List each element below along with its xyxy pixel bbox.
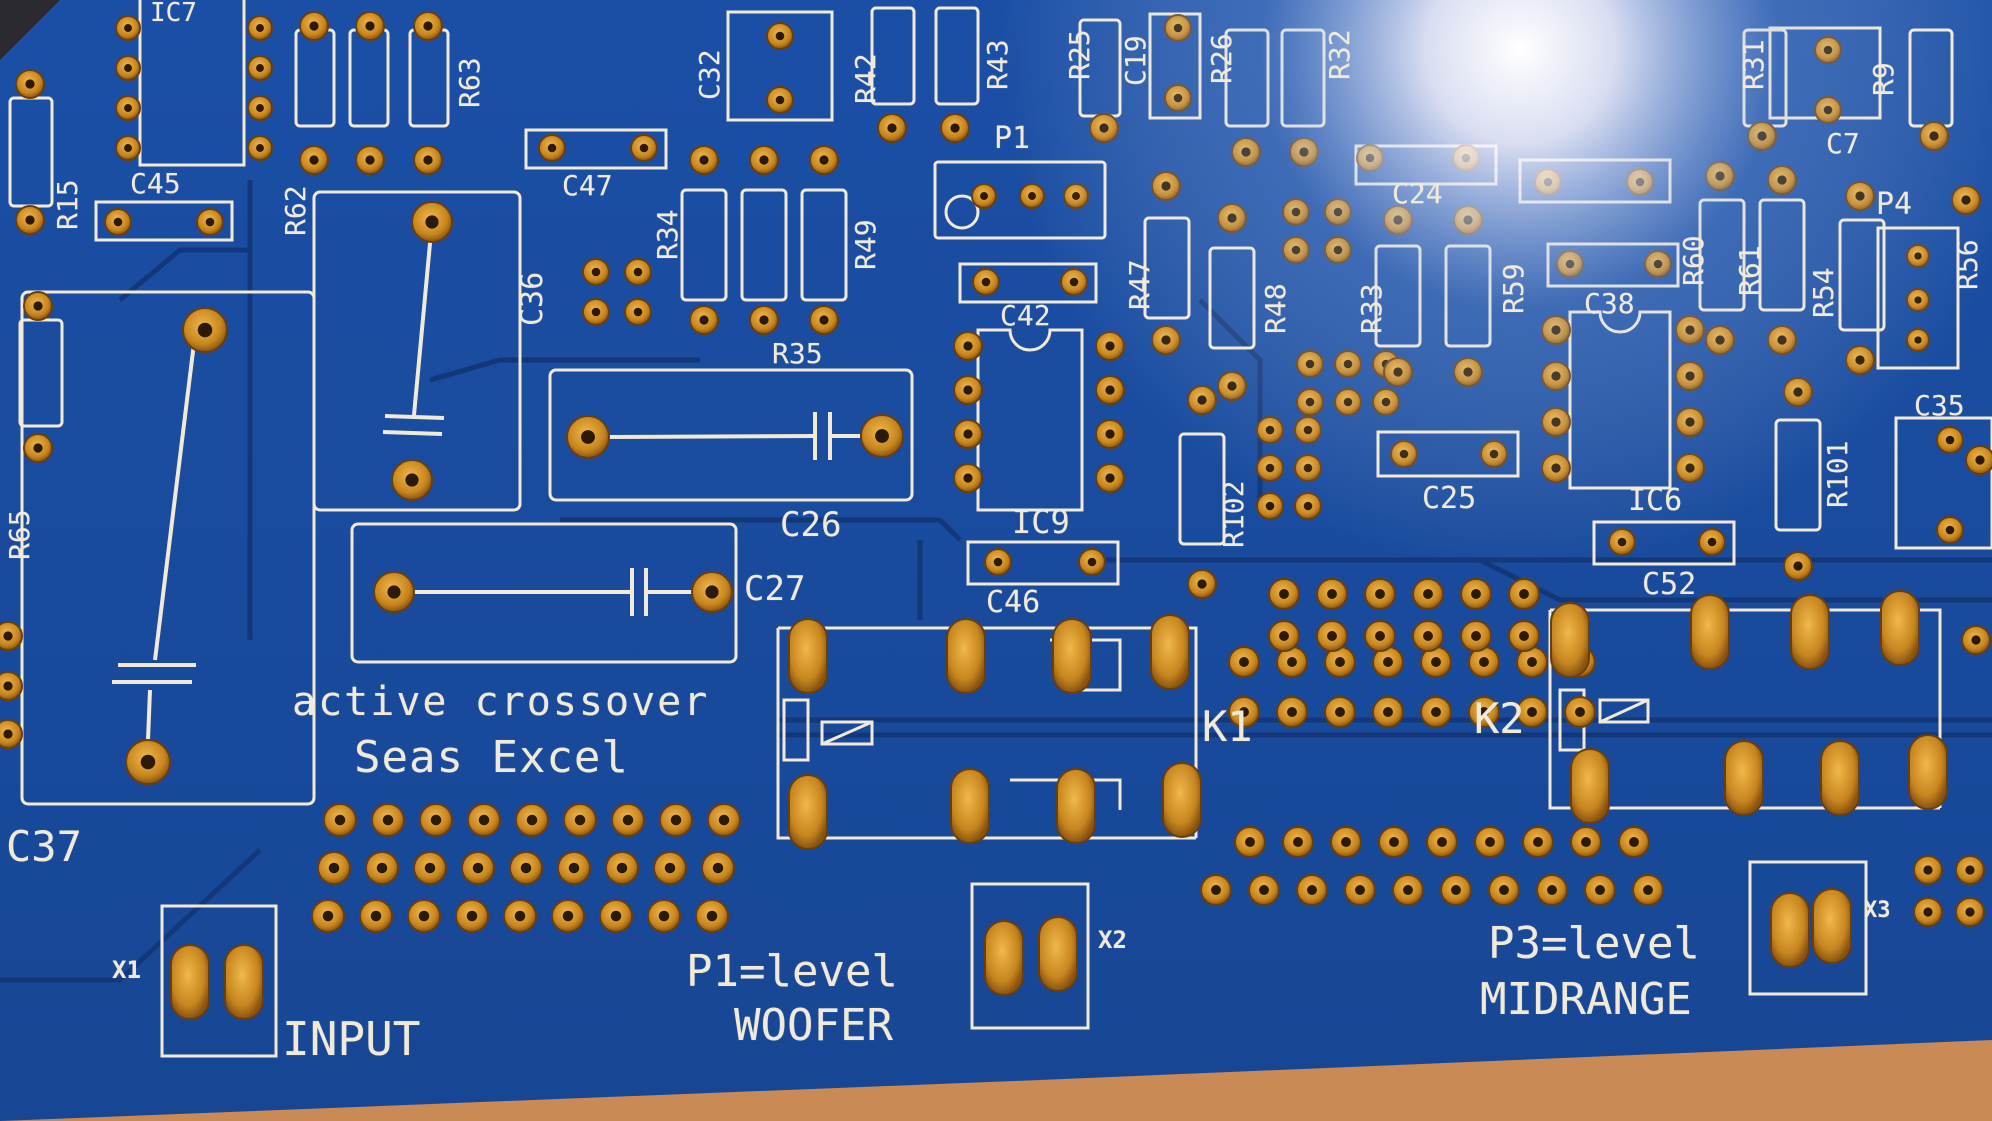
label-r101: R101: [1821, 440, 1854, 508]
woofer-level-label: P1=level: [686, 946, 898, 997]
ic-label-ic7: IC7: [150, 0, 197, 28]
label-r26: R26: [1205, 33, 1238, 84]
label-r35: R35: [772, 337, 823, 370]
board-title-line2: Seas Excel: [354, 732, 629, 783]
midrange-label: MIDRANGE: [1480, 974, 1692, 1025]
label-r54: R54: [1807, 267, 1840, 318]
label-c45: C45: [130, 167, 181, 200]
label-c27: C27: [744, 569, 806, 609]
pot-label-p1: P1: [994, 121, 1031, 156]
connector-label-x3: X3: [1864, 898, 1891, 923]
label-c52: C52: [1642, 567, 1697, 602]
label-c37: C37: [6, 822, 82, 871]
label-r62: R62: [279, 185, 312, 236]
relay-label-k2: K2: [1474, 694, 1525, 743]
label-c38: C38: [1584, 287, 1635, 320]
woofer-label: WOOFER: [734, 1000, 893, 1051]
label-c46: C46: [986, 585, 1041, 620]
label-r59: R59: [1497, 263, 1530, 314]
label-r60: R60: [1677, 235, 1710, 286]
label-r43: R43: [981, 39, 1014, 90]
label-r34: R34: [651, 209, 684, 260]
label-c26: C26: [780, 505, 842, 545]
pot-label-p4: P4: [1876, 187, 1913, 222]
label-r42: R42: [849, 53, 882, 104]
connector-label-x1: X1: [112, 956, 141, 984]
input-label: INPUT: [282, 1012, 421, 1066]
label-r65: R65: [3, 509, 36, 560]
label-r49: R49: [849, 219, 882, 270]
label-c47: C47: [562, 169, 613, 202]
ic-label-ic9: IC9: [1012, 503, 1070, 541]
ic-label-ic6: IC6: [1628, 483, 1683, 518]
board-title-line1: active crossover: [292, 679, 710, 725]
label-c24: C24: [1392, 177, 1443, 210]
label-r15: R15: [51, 179, 84, 230]
label-r48: R48: [1259, 283, 1292, 334]
label-r47: R47: [1123, 259, 1156, 310]
label-c25: C25: [1422, 481, 1477, 516]
label-r31: R31: [1737, 39, 1770, 90]
midrange-level-label: P3=level: [1488, 918, 1700, 969]
relay-label-k1: K1: [1202, 702, 1253, 751]
label-r33: R33: [1355, 283, 1388, 334]
label-c7: C7: [1826, 127, 1860, 160]
label-r63: R63: [453, 57, 486, 108]
label-r25: R25: [1063, 29, 1096, 80]
label-c36: C36: [515, 271, 550, 326]
label-c32: C32: [693, 49, 726, 100]
connector-label-x2: X2: [1098, 926, 1127, 954]
label-r56: R56: [1951, 239, 1984, 290]
label-r61: R61: [1733, 245, 1766, 296]
label-c19: C19: [1119, 35, 1152, 86]
label-r32: R32: [1323, 29, 1356, 80]
label-c42: C42: [1000, 299, 1051, 332]
label-r9: R9: [1867, 62, 1900, 96]
label-c35: C35: [1914, 389, 1965, 422]
label-r102: R102: [1217, 480, 1250, 548]
